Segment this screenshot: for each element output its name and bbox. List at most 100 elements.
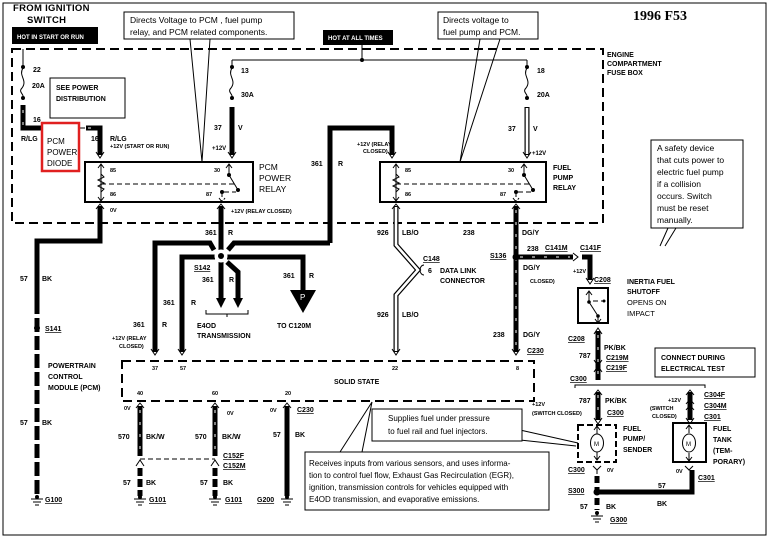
wire-circuit: 57 (123, 480, 131, 487)
connector-label: C148 (423, 256, 440, 263)
e4od-label-1: E4OD (197, 323, 216, 330)
callout-fuel-pump: Supplies fuel under pressure to fuel rai… (371, 408, 579, 447)
wire-circuit: 570 (118, 434, 130, 441)
pcm-label-2: CONTROL (48, 374, 83, 381)
battery-bus: 13 30A 37 V +12V 18 20A 37 V +12V (212, 45, 550, 159)
callout-pcm: Receives inputs from various sensors, an… (304, 401, 550, 511)
wire-circuit: 361 (133, 322, 145, 329)
wire-787-fuel-pump: C208 787 PK/BK C219M C219F C300 787 PK/B… (532, 327, 706, 425)
pcm-power-relay: 85 86 30 87 PCM POWER RELAY 0V +12V (REL… (84, 161, 292, 215)
connector-label: C219M (606, 355, 629, 362)
pcm-label-3: MODULE (PCM) (48, 385, 101, 392)
callout-pcm-relay: Directs Voltage to PCM , fuel pump relay… (123, 11, 295, 163)
fuel-tank-temporary: M FUEL TANK (TEM- PORARY) (672, 422, 745, 466)
wire-circuit: 238 (463, 230, 475, 237)
wire-color: R (309, 273, 314, 280)
wire-color: DG/Y (522, 230, 539, 237)
wire-circuit: 16 (33, 117, 41, 124)
wire-circuit: 361 (283, 273, 295, 280)
callout-text: if a collision (657, 179, 701, 189)
wire-circuit: 16 (91, 136, 99, 143)
inertia-fuel-shutoff-switch: C208 INERTIA FUEL SHUTOFF OPENS ON IMPAC… (577, 277, 676, 324)
splice-label: S142 (194, 265, 210, 272)
callout-text: A safety device (657, 143, 714, 153)
wire-926-data-link: 926 LB/O C148 6 DATA LINK CONNECTOR 926 … (377, 203, 485, 356)
wire-361-distribution: 361 R S142 361 R 361 R 361 R 361 R +12V … (112, 203, 330, 356)
inertia-label-4: IMPACT (627, 309, 655, 318)
tank-label-3: (TEM- (713, 448, 733, 455)
diode-label-3: DIODE (47, 159, 72, 168)
fuel-pump-sender: M FUEL PUMP/ SENDER (577, 424, 652, 463)
voltage-label: 0V (607, 468, 614, 474)
tank-label-1: FUEL (713, 426, 732, 433)
wire-circuit: 787 (579, 353, 591, 360)
splice-label: S300 (568, 488, 584, 495)
connect-test-line1: CONNECT DURING (661, 355, 726, 362)
wire-circuit: 570 (195, 434, 207, 441)
pcm-pin: 37 (152, 366, 158, 372)
relay-label-2: PUMP (553, 175, 574, 182)
hot-in-run-badge: HOT IN START OR RUN (12, 27, 98, 44)
pump-label-3: SENDER (623, 447, 652, 454)
see-power-distribution-box: SEE POWER DISTRIBUTION (49, 77, 126, 119)
callout-text: relay, and PCM related components. (130, 27, 267, 37)
callout-text: Directs voltage to (443, 15, 509, 25)
connector-label: C300 (568, 467, 585, 474)
voltage-label: +12V (RELAY CLOSED) (231, 209, 292, 215)
wire-color: PK/BK (604, 345, 626, 352)
wire-circuit: 361 (205, 230, 217, 237)
voltage-label: +12V (212, 146, 226, 152)
callout-text: Receives inputs from various sensors, an… (309, 459, 511, 468)
connector-label: C230 (527, 348, 544, 355)
e4od-label-2: TRANSMISSION (197, 333, 251, 340)
connector-label: C300 (570, 376, 587, 383)
callout-text: Supplies fuel under pressure (388, 414, 490, 423)
connector-label: C301 (704, 414, 721, 421)
motor-symbol: M (686, 442, 691, 448)
wire-circuit: 787 (579, 398, 591, 405)
callout-inertia: A safety device that cuts power to elect… (650, 139, 744, 247)
ground-label: G101 (149, 497, 166, 504)
tank-label-2: TANK (713, 437, 732, 444)
relay-pin: 85 (110, 168, 116, 174)
wire-color: BK (42, 276, 52, 283)
voltage-label: +12V (668, 398, 681, 404)
splice-label: S141 (45, 326, 61, 333)
voltage-label: +12V (RELAY (357, 142, 392, 148)
connector-label: C230 (297, 407, 314, 414)
connect-during-test-box: CONNECT DURING ELECTRICAL TEST (654, 347, 756, 378)
relay-pin: 86 (110, 192, 116, 198)
relay-label-1: PCM (259, 162, 278, 172)
diode-label-2: POWER (47, 148, 77, 157)
callout-text: electric fuel pump (657, 167, 724, 177)
pcm-pin: 57 (180, 366, 186, 372)
ignition-feed-circuit: 22 20A 16 R/LG 16 R/LG +12V (START OR RU… (20, 49, 170, 159)
voltage-label: CLOSED) (530, 279, 555, 285)
pcm-pin: 20 (285, 391, 291, 397)
fuse-circuit: 22 (33, 67, 41, 74)
voltage-label: CLOSED) (652, 414, 677, 420)
wire-circuit: 238 (493, 332, 505, 339)
diagram-title: 1996 F53 (633, 9, 687, 24)
wire-circuit: 57 (20, 276, 28, 283)
splice-label: S136 (490, 253, 506, 260)
wire-circuit: 238 (527, 246, 539, 253)
wire-circuit: 57 (580, 504, 588, 511)
voltage-label: 0V (676, 469, 683, 475)
data-link-label-2: CONNECTOR (440, 278, 485, 285)
connector-label: C152M (223, 463, 246, 470)
tank-label-4: PORARY) (713, 459, 745, 466)
wire-color: BK (657, 501, 667, 508)
source-title-line1: FROM IGNITION (13, 3, 90, 14)
voltage-label: (SWITCH CLOSED) (532, 411, 582, 417)
fuse-rating: 20A (537, 92, 550, 99)
pcm-pin: 60 (212, 391, 218, 397)
fuse-box-label-3: FUSE BOX (607, 70, 643, 77)
fuse-rating: 20A (32, 83, 45, 90)
connector-label: C141M (545, 245, 568, 252)
hot-at-all-times-badge: HOT AT ALL TIMES (323, 30, 393, 45)
connector-label: C152F (223, 453, 245, 460)
wire-circuit: 37 (214, 125, 222, 132)
fuel-pump-relay: 85 86 30 87 FUEL PUMP RELAY (379, 161, 576, 203)
